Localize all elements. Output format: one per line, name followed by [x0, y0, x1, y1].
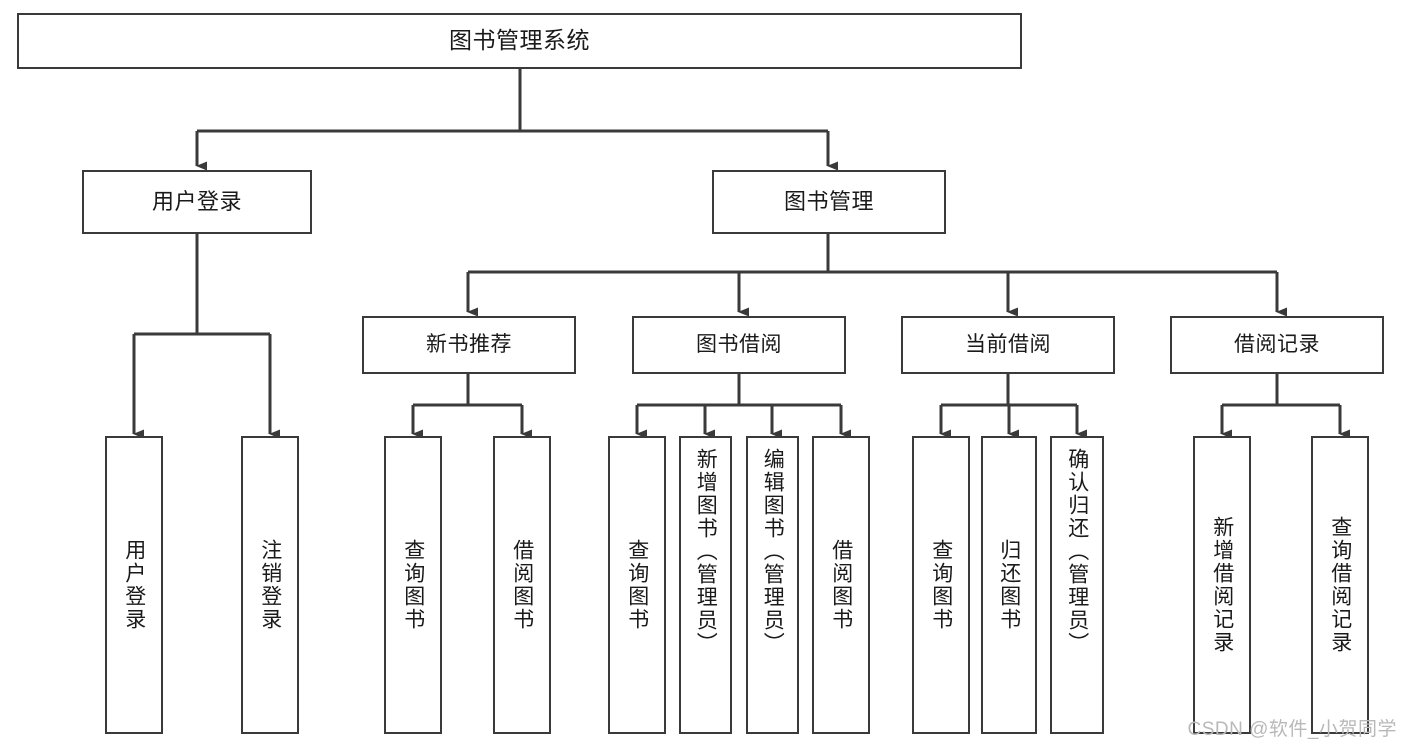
node-leaf-borrow-book-1[interactable]: 借阅图书: [493, 436, 551, 734]
node-book-borrow[interactable]: 图书借阅: [632, 316, 846, 374]
node-current-borrow-label: 当前借阅: [965, 333, 1051, 357]
node-leaf-query-book-1[interactable]: 查询图书: [384, 436, 442, 734]
node-leaf-logout-login[interactable]: 注销登录: [241, 436, 299, 734]
node-leaf-query-record[interactable]: 查询借阅记录: [1311, 436, 1369, 734]
node-leaf-edit-book[interactable]: 编辑图书（管理员）: [746, 436, 799, 734]
node-leaf-query-book-3[interactable]: 查询图书: [912, 436, 970, 734]
node-leaf-query-book-2-label: 查询图书: [625, 539, 649, 631]
node-new-book-recommend-label: 新书推荐: [426, 333, 512, 357]
node-book-manage[interactable]: 图书管理: [712, 170, 946, 234]
node-leaf-query-record-label: 查询借阅记录: [1328, 516, 1352, 654]
node-user-login[interactable]: 用户登录: [82, 170, 312, 234]
node-leaf-logout-login-label: 注销登录: [258, 539, 282, 631]
node-leaf-query-book-2[interactable]: 查询图书: [608, 436, 666, 734]
node-borrow-record-label: 借阅记录: [1234, 333, 1320, 357]
node-book-borrow-label: 图书借阅: [696, 333, 782, 357]
node-current-borrow[interactable]: 当前借阅: [901, 316, 1115, 374]
node-book-manage-label: 图书管理: [783, 188, 874, 214]
node-leaf-user-login[interactable]: 用户登录: [105, 436, 163, 734]
node-root[interactable]: 图书管理系统: [17, 13, 1022, 69]
node-leaf-add-book-label: 新增图书（管理员）: [694, 448, 718, 655]
node-leaf-borrow-book-2[interactable]: 借阅图书: [812, 436, 870, 734]
node-leaf-borrow-book-2-label: 借阅图书: [829, 539, 853, 631]
node-leaf-add-book[interactable]: 新增图书（管理员）: [679, 436, 732, 734]
node-root-label: 图书管理系统: [449, 27, 590, 54]
node-leaf-return-book[interactable]: 归还图书: [981, 436, 1037, 734]
node-leaf-confirm-return-label: 确认归还（管理员）: [1065, 448, 1089, 655]
node-new-book-recommend[interactable]: 新书推荐: [362, 316, 576, 374]
csdn-watermark: CSDN @软件_小贺同学: [1187, 719, 1397, 740]
node-user-login-label: 用户登录: [151, 188, 242, 214]
node-leaf-borrow-book-1-label: 借阅图书: [510, 539, 534, 631]
node-leaf-query-book-3-label: 查询图书: [929, 539, 953, 631]
node-leaf-user-login-label: 用户登录: [122, 539, 146, 631]
node-leaf-edit-book-label: 编辑图书（管理员）: [761, 448, 785, 655]
node-borrow-record[interactable]: 借阅记录: [1170, 316, 1384, 374]
node-leaf-add-record[interactable]: 新增借阅记录: [1193, 436, 1251, 734]
node-leaf-confirm-return[interactable]: 确认归还（管理员）: [1050, 436, 1104, 734]
node-leaf-return-book-label: 归还图书: [997, 539, 1021, 631]
node-leaf-query-book-1-label: 查询图书: [401, 539, 425, 631]
node-leaf-add-record-label: 新增借阅记录: [1210, 516, 1234, 654]
